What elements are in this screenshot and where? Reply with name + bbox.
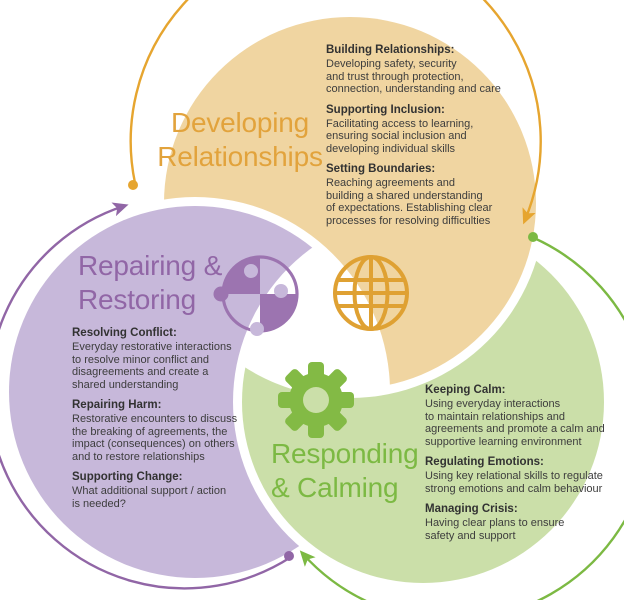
item-line: developing individual skills: [326, 142, 456, 155]
item-heading: Regulating Emotions:: [425, 456, 544, 468]
item-line: and to restore relationships: [72, 450, 205, 463]
item-line: disagreements and create a: [72, 366, 209, 378]
title-line: & Calming: [271, 472, 399, 504]
list-item: Repairing Harm: Restorative encounters t…: [72, 399, 250, 463]
list-item: Setting Boundaries: Reaching agreements …: [326, 163, 512, 227]
item-heading: Repairing Harm:: [72, 399, 162, 411]
item-line: What additional support / action: [72, 485, 227, 497]
list-item: Building Relationships: Developing safet…: [326, 44, 512, 96]
list-item: Resolving Conflict: Everyday restorative…: [72, 327, 250, 391]
developing-relationships-text: Building Relationships: Developing safet…: [326, 44, 512, 235]
item-line: ensuring social inclusion and: [326, 130, 467, 142]
item-heading: Resolving Conflict:: [72, 327, 177, 339]
item-line: Facilitating access to learning,: [326, 117, 474, 130]
item-heading: Building Relationships:: [326, 44, 455, 56]
item-line: Developing safety, security: [326, 58, 457, 70]
list-item: Keeping Calm: Using everyday interaction…: [425, 384, 624, 448]
item-line: of expectations. Establishing clear: [326, 202, 493, 214]
item-line: agreements and promote a calm and: [425, 423, 605, 435]
cycle-arrow-developing: [129, 0, 542, 225]
gear-icon: [278, 362, 354, 438]
title-line: Relationships: [157, 141, 323, 173]
cycle-arrow-responding: [299, 236, 624, 600]
title-line: Responding: [271, 438, 419, 469]
item-line: safety and support: [425, 529, 516, 542]
item-line: Having clear plans to ensure: [425, 517, 565, 529]
item-heading: Managing Crisis:: [425, 503, 518, 515]
cycle-arrow-repairing: [0, 202, 292, 590]
list-item: Regulating Emotions: Using key relationa…: [425, 456, 624, 495]
responding-calming-text: Keeping Calm: Using everyday interaction…: [425, 384, 624, 550]
item-line: building a shared understanding: [326, 189, 483, 202]
cycle-dot-repairing: [284, 551, 294, 561]
globe-icon: [333, 255, 409, 331]
item-line: connection, understanding and care: [326, 83, 501, 95]
list-item: Supporting Change: What additional suppo…: [72, 471, 250, 510]
item-heading: Supporting Change:: [72, 471, 183, 483]
item-line: strong emotions and calm behaviour: [425, 482, 603, 495]
title-line: Developing: [170, 107, 310, 138]
responding-calming-title: Responding & Calming: [271, 437, 419, 505]
item-heading: Keeping Calm:: [425, 384, 506, 396]
title-line: Repairing &: [78, 250, 223, 281]
item-line: impact (consequences) on others: [72, 438, 235, 450]
item-line: is needed?: [72, 497, 126, 510]
item-line: to resolve minor conflict and: [72, 353, 209, 366]
cycle-dot-developing: [128, 180, 138, 190]
title-line: Restoring: [78, 284, 197, 316]
item-line: supportive learning environment: [425, 435, 582, 448]
item-line: Using key relational skills to regulate: [425, 470, 603, 482]
cycle-dot-responding: [528, 232, 538, 242]
item-line: Everyday restorative interactions: [72, 341, 232, 353]
item-line: Restorative encounters to discuss: [72, 413, 238, 425]
item-line: shared understanding: [72, 378, 179, 391]
item-heading: Setting Boundaries:: [326, 163, 436, 175]
repairing-restoring-text: Resolving Conflict: Everyday restorative…: [72, 327, 250, 518]
item-line: processes for resolving difficulties: [326, 214, 491, 227]
item-line: and trust through protection,: [326, 70, 464, 83]
item-line: Reaching agreements and: [326, 177, 456, 189]
item-line: Using everyday interactions: [425, 398, 561, 410]
repairing-restoring-title: Repairing & Restoring: [78, 249, 222, 317]
list-item: Supporting Inclusion: Facilitating acces…: [326, 104, 512, 156]
puzzle-icon: [213, 255, 299, 336]
item-heading: Supporting Inclusion:: [326, 103, 445, 116]
developing-relationships-title: Developing Relationships: [140, 106, 340, 174]
list-item: Managing Crisis: Having clear plans to e…: [425, 503, 624, 542]
item-line: to maintain relationships and: [425, 410, 566, 423]
item-line: the breaking of agreements, the: [72, 425, 228, 438]
